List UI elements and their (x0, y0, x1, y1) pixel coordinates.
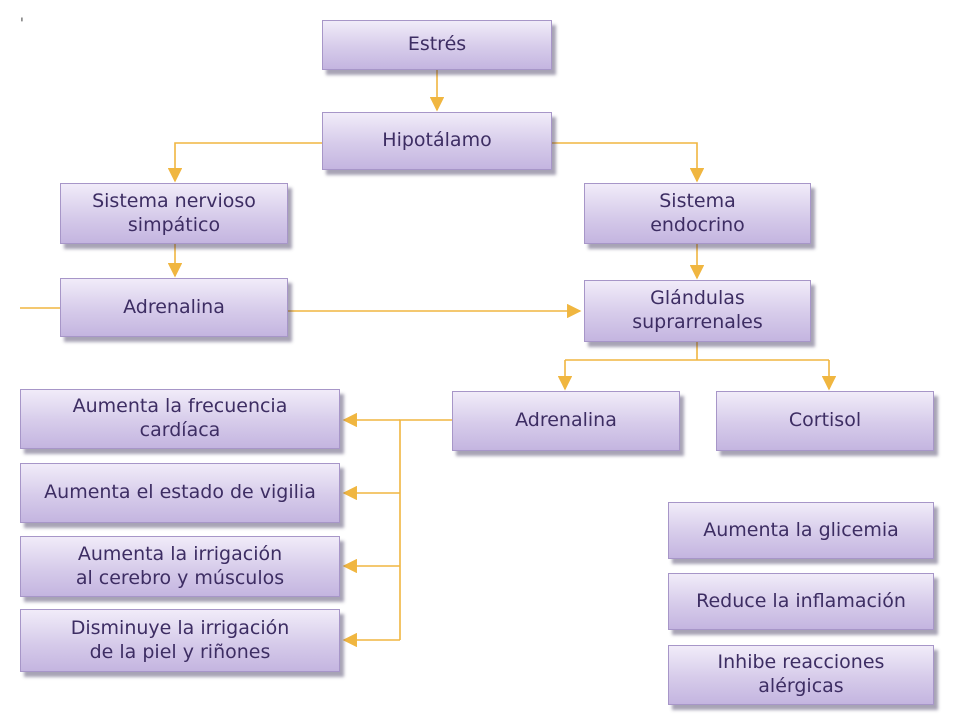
effect-glicemia: Aumenta la glicemia (668, 502, 934, 559)
node-sistema-nervioso: Sistema nervioso simpático (60, 183, 288, 244)
node-adrenalina-nerviosa: Adrenalina (60, 278, 288, 337)
node-adrenalina-glandular: Adrenalina (452, 391, 680, 451)
node-cortisol: Cortisol (716, 391, 934, 451)
effect-alergias: Inhibe reacciones alérgicas (668, 645, 934, 705)
effect-estado-vigilia: Aumenta el estado de vigilia (20, 463, 340, 523)
line-glandulas-split (565, 342, 829, 361)
node-glandulas: Glándulas suprarrenales (584, 280, 811, 342)
effect-frecuencia-cardiaca: Aumenta la frecuencia cardíaca (20, 389, 340, 449)
effect-irrigacion-cerebro: Aumenta la irrigación al cerebro y múscu… (20, 536, 340, 597)
node-estres: Estrés (322, 20, 552, 70)
corner-mark: ' (20, 16, 24, 32)
effect-irrigacion-piel: Disminuye la irrigación de la piel y riñ… (20, 609, 340, 672)
node-hipotalamo: Hipotálamo (322, 112, 552, 170)
arrow-hipotalamo-endocrino (552, 142, 705, 183)
effect-inflamacion: Reduce la inflamación (668, 573, 934, 630)
line-adrenalina-bus (399, 419, 452, 640)
node-sistema-endocrino: Sistema endocrino (584, 183, 811, 244)
arrow-hipotalamo-nervioso (167, 142, 322, 183)
